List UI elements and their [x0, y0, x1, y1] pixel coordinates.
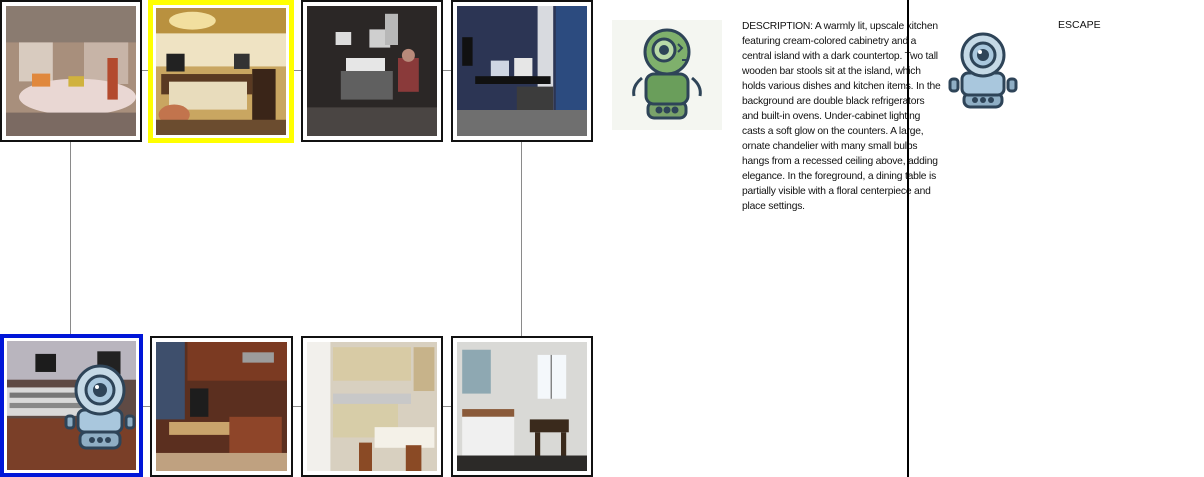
studio-image	[457, 6, 587, 136]
kitchen-image	[156, 8, 286, 135]
image-tile-2[interactable]	[148, 0, 294, 143]
room-image	[6, 6, 136, 136]
image-tile-6[interactable]	[150, 336, 293, 477]
image-tile-4[interactable]	[451, 0, 593, 142]
image-tile-3[interactable]	[301, 0, 443, 142]
connector-line	[140, 406, 152, 407]
connector-line	[442, 70, 454, 71]
connector-line	[292, 406, 304, 407]
connector-line	[521, 141, 522, 337]
green-robot-icon	[632, 28, 702, 120]
vertical-divider	[907, 0, 909, 477]
studio-image	[307, 6, 437, 136]
image-tile-1[interactable]	[0, 0, 142, 142]
kitchen-image	[156, 342, 287, 471]
image-tile-8[interactable]	[451, 336, 593, 477]
connector-line	[442, 406, 454, 407]
image-tile-7[interactable]	[301, 336, 443, 477]
gray-robot-icon	[946, 31, 1020, 111]
connector-line	[292, 70, 304, 71]
connector-line	[70, 141, 71, 337]
kitchen-image	[307, 342, 437, 471]
agent-avatar-card	[612, 20, 722, 130]
connector-line	[140, 70, 152, 71]
kitchen-image	[457, 342, 587, 471]
escape-button[interactable]: ESCAPE	[1058, 19, 1101, 31]
image-description: DESCRIPTION: A warmly lit, upscale kitch…	[742, 21, 941, 212]
agent-cursor-icon	[62, 362, 138, 452]
